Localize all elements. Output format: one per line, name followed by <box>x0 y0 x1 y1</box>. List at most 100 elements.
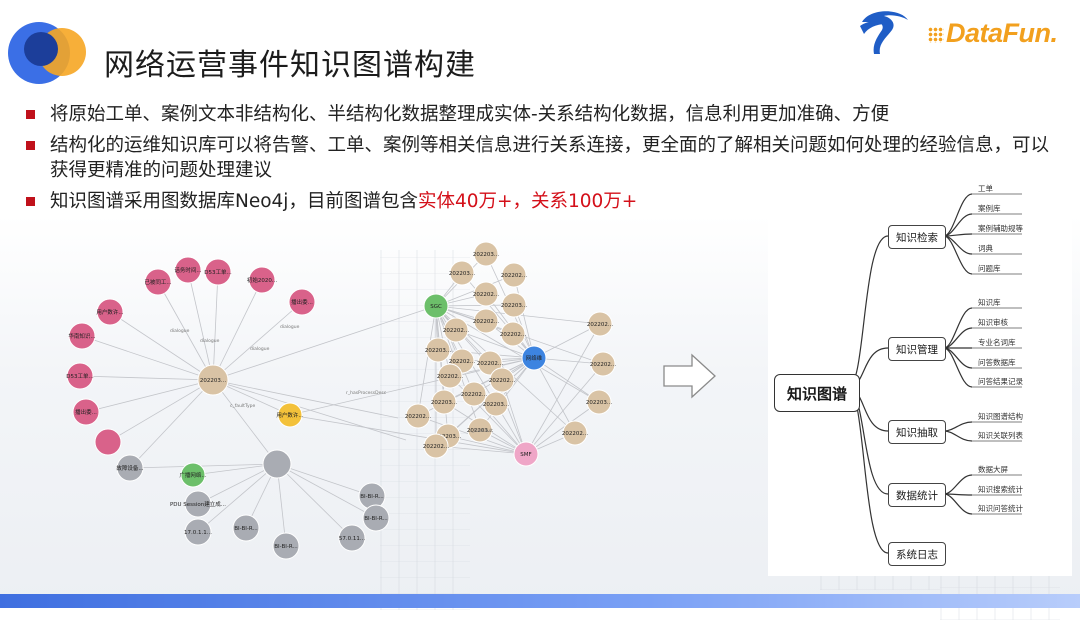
graph-node-label: 202202... <box>437 374 463 380</box>
graph-node-label: 202203... <box>501 303 527 309</box>
graph-edge <box>157 281 214 381</box>
graph-node-tan[interactable]: 202202... <box>423 433 449 459</box>
mindmap-connector <box>847 387 889 554</box>
graph-node-label: 17.0.1.1... <box>184 530 212 536</box>
graph-node-tan[interactable]: 202202... <box>590 351 616 377</box>
graph-node-tan[interactable]: 202202... <box>477 350 503 376</box>
graph-node-gray[interactable]: BI-BI-R... <box>232 514 260 542</box>
graph-node-tan[interactable]: 202203... <box>449 260 475 286</box>
bullet-item: 知识图谱采用图数据库Neo4j，目前图谱包含实体40万+，关系100万+ <box>24 189 1064 214</box>
graph-node-pink[interactable]: 用户数许... <box>96 298 124 326</box>
graph-node-tan[interactable]: 202202... <box>500 321 526 347</box>
graph-edge <box>479 357 535 431</box>
graph-node-tan[interactable]: 202203... <box>501 292 527 318</box>
graph-node-tan[interactable]: 202202... <box>405 403 431 429</box>
graph-node-tan[interactable]: 202202... <box>489 367 515 393</box>
mindmap-leaf: 知识问答统计 <box>978 504 1023 513</box>
graph-node-tan[interactable]: 202202... <box>473 281 499 307</box>
graph-node-label: 202203... <box>449 271 475 277</box>
graph-node-pink[interactable]: 播出委... <box>72 398 100 426</box>
graph-node-tan[interactable]: 202203... <box>425 337 451 363</box>
graph-edge <box>212 271 219 381</box>
graph-edge <box>187 269 214 381</box>
graph-edge <box>435 304 515 307</box>
graph-node-label: 202203... <box>200 378 226 384</box>
graph-node-gray[interactable]: 17.0.1.1... <box>184 518 212 546</box>
graph-node-label: SGC <box>430 304 442 310</box>
graph-node-label: 202202... <box>473 319 499 325</box>
bullet-square-icon <box>26 197 35 206</box>
graph-node-label: 202203... <box>483 402 509 408</box>
graph-node-tan[interactable]: 202202... <box>461 381 487 407</box>
graph-node-label: 202203... <box>467 428 493 434</box>
graph-node-tan[interactable]: 202202... <box>501 262 527 288</box>
graph-node-blue[interactable]: 网络维 <box>521 345 547 371</box>
graph-edge <box>533 357 600 403</box>
graph-node-label: 故障设备... <box>116 464 143 472</box>
graph-node-smf[interactable]: SMF <box>513 441 539 467</box>
graph-node-label: 用户数许... <box>96 308 123 316</box>
graph-node-tan[interactable]: 202203... <box>467 417 493 443</box>
graph-node-label: 202202... <box>562 431 588 437</box>
graph-node-tan[interactable]: 202203... <box>586 389 612 415</box>
graph-node-gray[interactable]: 57.0.11... <box>338 524 366 552</box>
graph-node-label: 网络维 <box>526 354 543 362</box>
graph-node-tan[interactable]: 202203... <box>473 241 499 267</box>
graph-node-gray[interactable]: 故障设备... <box>116 454 144 482</box>
graph-node-label: 202202... <box>443 328 469 334</box>
graph-node-label: 初始2020... <box>247 276 277 284</box>
mindmap-connector <box>943 235 973 275</box>
graph-node-pink[interactable]: 初始2020... <box>247 266 277 294</box>
graph-node-tan[interactable]: 202203... <box>431 389 457 415</box>
graph-node-label: 已被同工... <box>144 278 171 286</box>
graph-node-gray[interactable]: BI-BI-R... <box>358 482 386 510</box>
graph-node-label: 202202... <box>501 273 527 279</box>
graph-node-gray-hub[interactable] <box>262 449 292 479</box>
datafun-logo: DataFun. <box>928 18 1058 49</box>
graph-node-label: 202202... <box>587 322 613 328</box>
graph-node-pink[interactable]: 已被同工... <box>144 268 172 296</box>
graph-node-pink[interactable]: 华南知识... <box>68 322 96 350</box>
graph-edge <box>289 414 527 455</box>
graph-node-label: 202202... <box>590 362 616 368</box>
graph-node-tan[interactable]: 202202... <box>473 308 499 334</box>
graph-node-pink[interactable]: D53工单... <box>66 362 94 390</box>
graph-node-label: 202202... <box>477 361 503 367</box>
graph-node-green[interactable]: SGC <box>423 293 449 319</box>
section-logo-icon <box>8 22 88 92</box>
graph-node-gray[interactable]: BI-BI-R... <box>272 532 300 560</box>
graph-node-tan[interactable]: 202202... <box>562 420 588 446</box>
graph-node-pink[interactable]: D53工单... <box>204 258 232 286</box>
graph-node-tan[interactable]: 202202... <box>587 311 613 337</box>
mindmap-leaf: 专业名词库 <box>978 338 1016 347</box>
graph-edge <box>85 379 214 413</box>
graph-edge <box>513 274 535 359</box>
graph-edge-label: dialogue <box>200 338 220 344</box>
graph-node-center[interactable]: 202203... <box>197 364 229 396</box>
graph-node-gray[interactable]: BI-BI-R... <box>362 504 390 532</box>
graph-node-pink[interactable]: 播出委... <box>288 288 316 316</box>
graph-node-pink[interactable]: 话务时间... <box>174 256 202 284</box>
graph-edge-label: dialogue <box>250 346 270 352</box>
bullet-square-icon <box>26 110 35 119</box>
graph-node-tan[interactable]: 202202... <box>443 317 469 343</box>
graph-edge <box>449 375 527 455</box>
mindmap-branch: 系统日志 <box>888 542 946 566</box>
graph-canvas[interactable]: 202203...已被同工...话务时间...D53工单...初始2020...… <box>50 232 650 572</box>
mindmap-leaf: 问答数据库 <box>978 358 1016 367</box>
graph-node-pink[interactable] <box>94 428 122 456</box>
graph-node-yellow[interactable]: 用户数许... <box>276 402 304 428</box>
mindmap-leaf: 知识搜索统计 <box>978 485 1023 494</box>
mindmap-leaf: 知识图谱结构 <box>978 412 1023 421</box>
graph-node-green[interactable]: 广播网络... <box>179 462 207 488</box>
mindmap-connector <box>943 193 973 237</box>
graph-node-label: D53工单... <box>204 268 232 276</box>
graph-node-tan[interactable]: 202202... <box>437 363 463 389</box>
graph-node-gray[interactable]: PDU Session建立成... <box>170 490 226 518</box>
mindmap-leaf: 知识库 <box>978 298 1001 307</box>
graph-edge <box>501 379 527 455</box>
graph-node-tan[interactable]: 202203... <box>483 391 509 417</box>
knowledge-graph[interactable]: 202203...已被同工...话务时间...D53工单...初始2020...… <box>50 232 650 572</box>
mindmap-leaf: 案例辅助规等 <box>978 224 1023 233</box>
right-arrow-icon <box>663 353 716 399</box>
